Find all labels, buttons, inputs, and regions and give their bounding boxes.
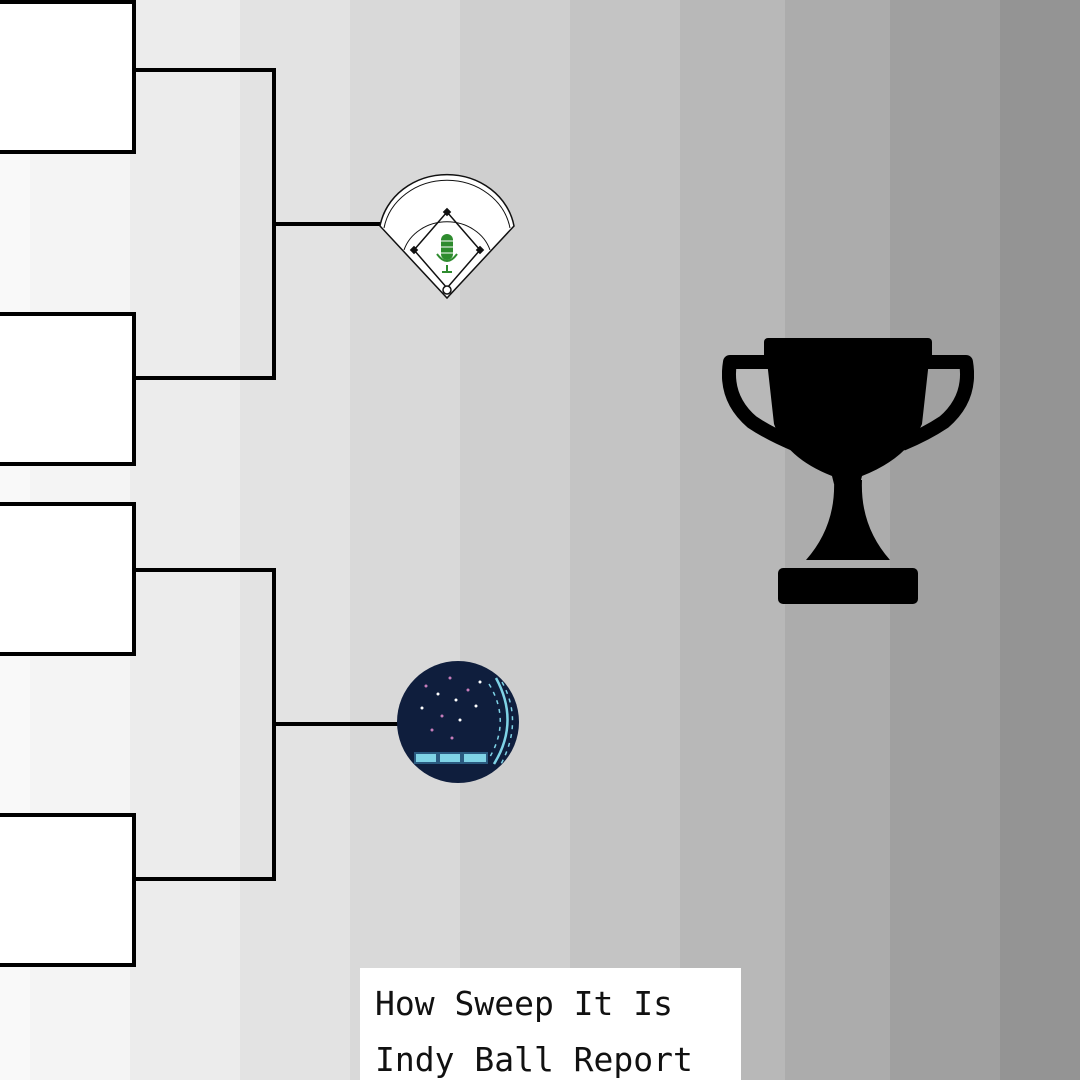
bracket-line-bottom-advance <box>272 722 400 726</box>
baseball-diamond-logo <box>376 168 518 304</box>
baseball-diamond-icon <box>379 173 515 300</box>
bracket-line-top-advance <box>272 222 382 226</box>
bracket-slot-3 <box>0 502 136 656</box>
bracket-line-top-lower <box>136 376 276 380</box>
caption-title: How Sweep It Is <box>375 984 674 1023</box>
caption-box: How Sweep It Is Indy Ball Report <box>360 968 741 1080</box>
trophy <box>722 338 974 610</box>
bracket-line-top-upper <box>136 68 276 72</box>
bracket-line-bottom-upper <box>136 568 276 572</box>
indy-ball-report-logo <box>396 660 520 784</box>
trophy-icon <box>722 338 974 604</box>
caption-subtitle: Indy Ball Report <box>375 1040 693 1079</box>
bracket-slot-1 <box>0 0 136 154</box>
baseball-icon <box>397 661 519 783</box>
bracket-slot-2 <box>0 312 136 466</box>
bracket-slot-4 <box>0 813 136 967</box>
bracket-line-bottom-lower <box>136 877 276 881</box>
